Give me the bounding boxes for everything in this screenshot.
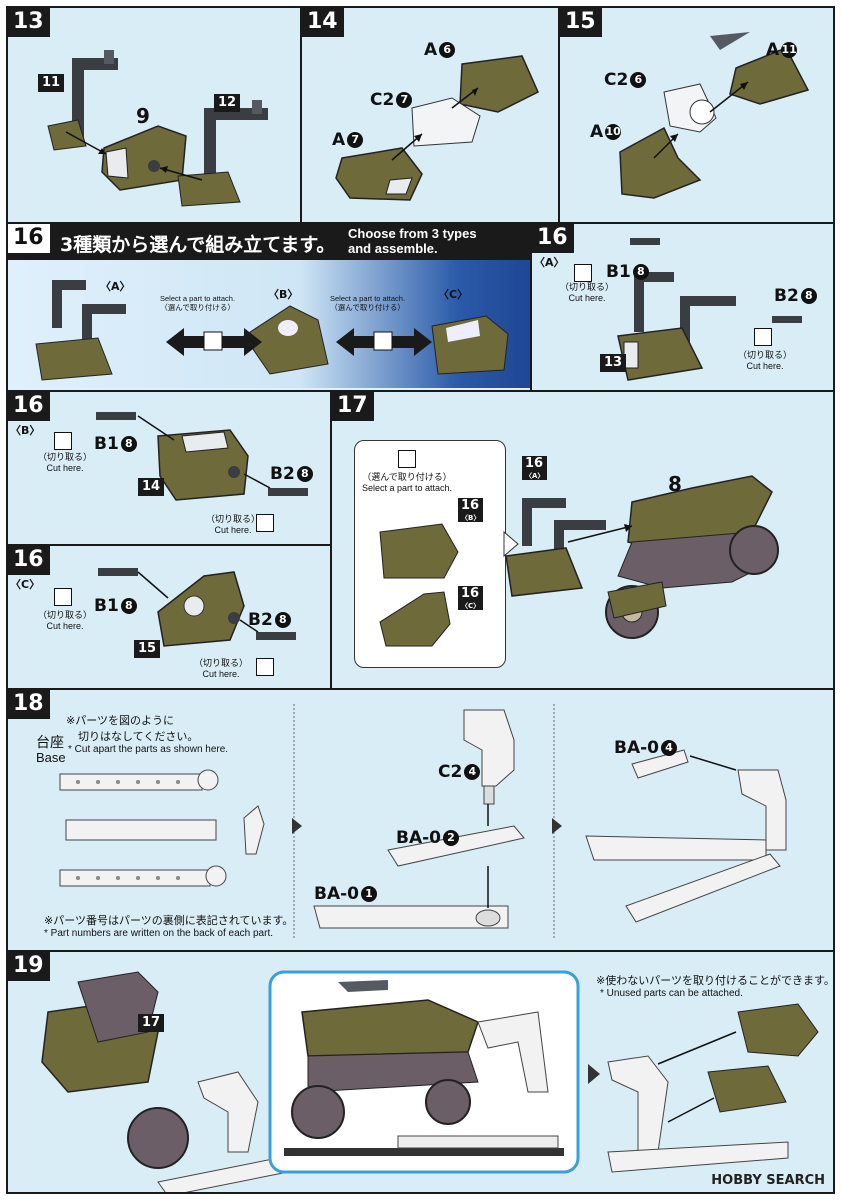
step-16-title-jp: 3種類から選んで組み立てます。 [60, 234, 336, 256]
step-16a-illustration [617, 238, 802, 381]
step-number: 16 [8, 392, 50, 421]
step-14-illustration [335, 55, 539, 201]
part-number-note-en: * Part numbers are written on the back o… [44, 928, 274, 939]
variant-label: 〈B〉 [10, 424, 41, 437]
variant-label: 〈A〉 [534, 256, 565, 269]
cut-icon [256, 514, 274, 532]
step-16-header-bar [8, 224, 530, 260]
step-15-illustration [619, 32, 810, 199]
assembly-badge-16a: 16〈A〉 [522, 456, 548, 480]
step-19-illustration [41, 970, 819, 1192]
part-label-8: 8 [668, 472, 682, 496]
option-b-label: 〈B〉 [268, 288, 299, 301]
step-16b-illustration [96, 412, 308, 501]
base-label-en: Base [36, 750, 66, 765]
cut-apart-note-jp-1: ※パーツを図のように [66, 714, 174, 727]
cut-note-right: （切り取る）Cut here. [738, 350, 793, 371]
step-18-panel: 18 台座 Base ※パーツを図のように 切りはなしてください。 * Cut … [6, 688, 835, 952]
cut-note-right: （切り取る）Cut here. [194, 658, 249, 679]
variant-label: 〈C〉 [10, 578, 41, 591]
cut-icon [54, 588, 72, 606]
step-number: 19 [8, 952, 50, 981]
part-badge-17: 17 [138, 1014, 165, 1032]
callout-badge-16b: 16〈B〉 [458, 498, 484, 522]
step-18-illustration [59, 704, 787, 940]
unused-parts-note-en: * Unused parts can be attached. [600, 988, 743, 999]
hobby-search-watermark: HOBBY SEARCH [711, 1173, 825, 1188]
step-17-illustration [379, 475, 779, 647]
step-number: 16 [8, 546, 50, 575]
option-a-label: 〈A〉 [100, 280, 131, 293]
step-16c-illustration [98, 568, 296, 647]
select-tip-2: Select a part to attach.（選んで取り付ける） [330, 294, 406, 312]
part-number-note-jp: ※パーツ番号はパーツの裏側に表記されています。 [44, 914, 294, 927]
part-badge-15: 15 [134, 640, 161, 658]
cut-note-left: （切り取る）Cut here. [38, 452, 93, 473]
step-13-panel: 13 11 9 12 [6, 6, 302, 224]
cut-apart-note-jp-2: 切りはなしてください。 [78, 730, 199, 743]
part-badge-14: 14 [138, 478, 165, 496]
cut-note-right: （切り取る）Cut here. [206, 514, 261, 535]
cut-icon [54, 432, 72, 450]
cut-icon [256, 658, 274, 676]
cut-note-left: （切り取る）Cut here. [560, 282, 615, 303]
select-note: （選んで取り付ける）Select a part to attach. [362, 472, 453, 493]
option-c-label: 〈C〉 [438, 288, 469, 301]
step-13-illustration [47, 50, 268, 207]
cut-note-left: （切り取る）Cut here. [38, 610, 93, 631]
part-badge-11: 11 [38, 74, 65, 92]
step-number: 16 [532, 224, 574, 253]
step-number: 17 [332, 392, 374, 421]
unused-parts-note-jp: ※使わないパーツを取り付けることができます。 [596, 974, 835, 987]
select-part-icon [398, 450, 416, 468]
step-16-options-illustration [35, 280, 509, 381]
step-17-panel: 17 （選んで取り付ける）Select a part to attach. 16… [330, 390, 835, 690]
step-number: 18 [8, 690, 50, 719]
part-badge-13: 13 [600, 354, 627, 372]
part-label-9: 9 [136, 104, 150, 128]
step-number: 14 [302, 8, 344, 37]
step-number: 16 [8, 224, 50, 253]
cut-apart-note-en: * Cut apart the parts as shown here. [68, 744, 229, 755]
callout-badge-16c: 16〈C〉 [458, 586, 484, 610]
step-number: 13 [8, 8, 50, 37]
base-label-jp: 台座 [36, 735, 64, 751]
cut-icon [754, 328, 772, 346]
step-19-panel: 19 17 ※使わないパーツを取り付けることができます。 * Unused pa… [6, 950, 835, 1194]
part-badge-12: 12 [214, 94, 241, 112]
step-number: 15 [560, 8, 602, 37]
cut-icon [574, 264, 592, 282]
select-tip-1: Select a part to attach.（選んで取り付ける） [160, 294, 236, 312]
